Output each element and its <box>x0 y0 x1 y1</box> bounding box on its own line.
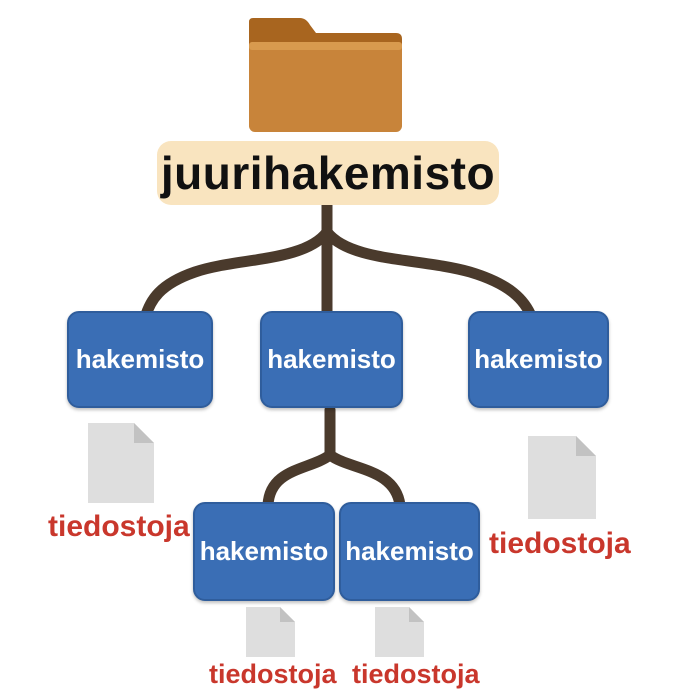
files-label: tiedostoja <box>209 659 337 689</box>
branch-to-sub-right <box>324 449 406 511</box>
files-label: tiedostoja <box>48 510 190 543</box>
branch-to-right <box>321 226 538 324</box>
files-label: tiedostoja <box>489 527 631 560</box>
directory-node: hakemisto <box>260 311 403 408</box>
branch-to-sub-left <box>262 449 336 511</box>
file-icon <box>375 607 424 657</box>
file-icon <box>246 607 295 657</box>
branch-lines <box>139 199 538 511</box>
directory-node: hakemisto <box>339 502 480 601</box>
directory-node: hakemisto <box>468 311 609 408</box>
folder-icon <box>249 18 402 132</box>
directory-node: hakemisto <box>67 311 213 408</box>
directory-node: hakemisto <box>193 502 335 601</box>
root-directory-label: juurihakemisto <box>157 141 499 205</box>
file-icon <box>88 423 154 503</box>
files-label: tiedostoja <box>352 659 480 689</box>
file-icon <box>528 436 596 519</box>
branch-to-left <box>139 226 333 324</box>
